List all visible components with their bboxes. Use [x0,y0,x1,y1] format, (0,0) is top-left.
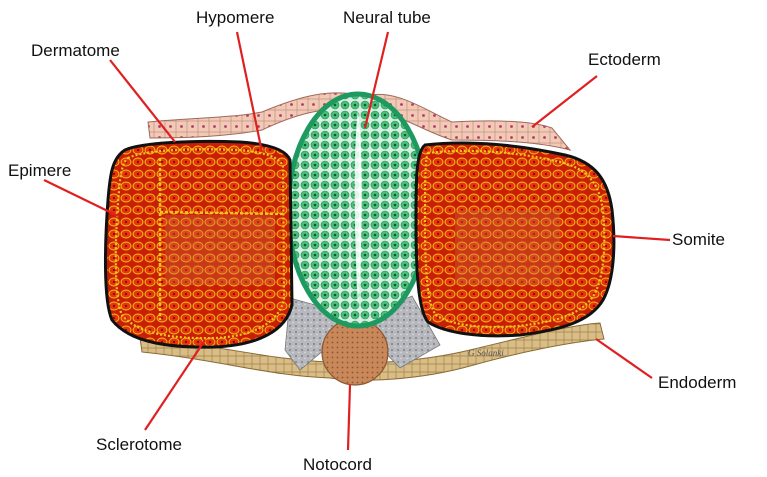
sclerotome-inner-left [165,215,275,285]
leader-line-endoderm [596,339,652,378]
notocord-shape [322,319,388,385]
label-endoderm: Endoderm [658,374,736,391]
leader-line-dermatome [110,60,175,142]
label-epimere: Epimere [8,162,71,179]
label-hypomere: Hypomere [196,9,274,26]
artist-signature: G Solanki [468,348,504,358]
leader-line-ectoderm [532,76,597,127]
leader-line-notocord [348,385,350,450]
label-sclerotome: Sclerotome [96,436,182,453]
label-ectoderm: Ectoderm [588,51,661,68]
label-dermatome: Dermatome [31,42,120,59]
label-somite: Somite [672,231,725,248]
leader-line-hypomere [237,32,262,152]
label-neural-tube: Neural tube [343,9,431,26]
label-notocord: Notocord [303,456,372,473]
leader-line-somite [613,236,670,240]
sclerotome-inner-right [455,210,560,285]
